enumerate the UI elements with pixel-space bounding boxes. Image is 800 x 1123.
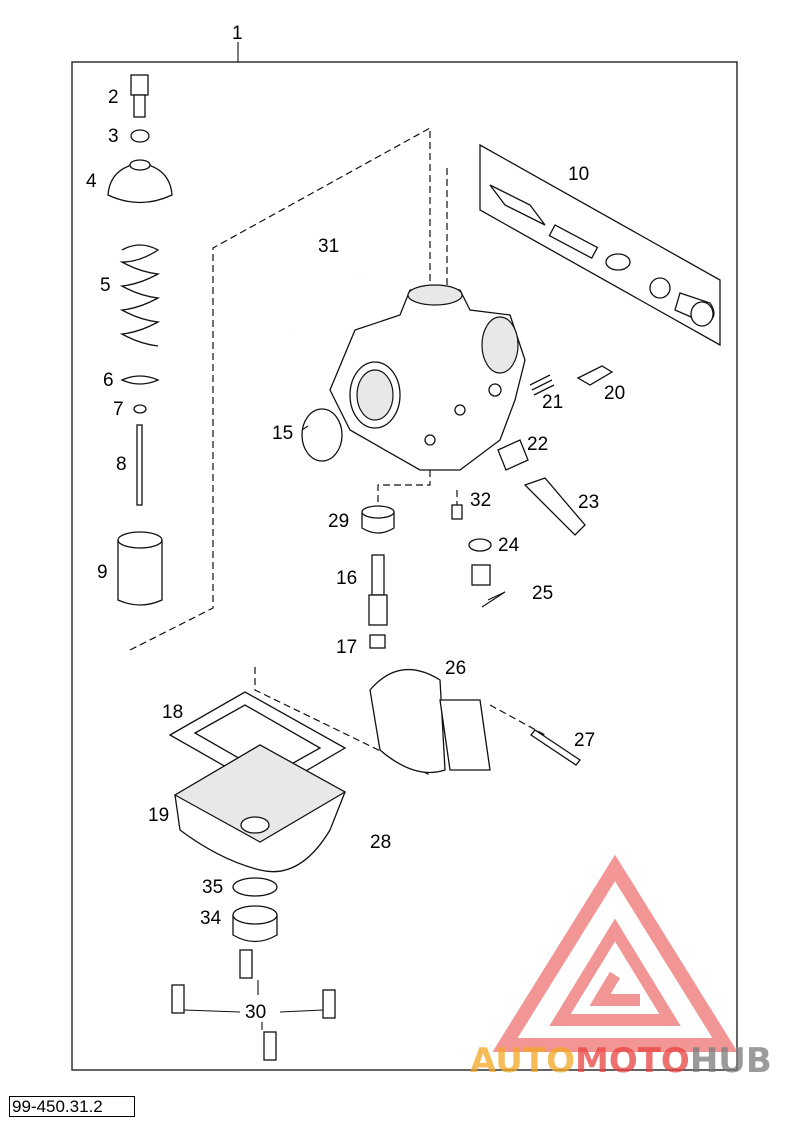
drain-plug (232, 905, 278, 943)
choke-fitting (471, 564, 506, 608)
label-part-16: 16 (336, 568, 357, 589)
needle-jet (368, 554, 388, 626)
carburetor-cap (107, 159, 173, 204)
float-bowl (173, 744, 347, 873)
idle-screw-spring (529, 374, 555, 396)
label-part-30: 30 (245, 1002, 266, 1023)
label-part-22: 22 (527, 434, 548, 455)
lock-nut (130, 129, 150, 143)
label-part-21: 21 (542, 392, 563, 413)
label-part-29: 29 (328, 511, 349, 532)
label-part-27: 27 (574, 730, 595, 751)
label-part-2: 2 (108, 87, 119, 108)
label-part-4: 4 (86, 171, 97, 192)
label-part-24: 24 (498, 535, 520, 556)
label-part-31: 31 (318, 236, 339, 257)
label-part-34: 34 (200, 908, 222, 929)
reference-code: 99-450.31.2 (9, 1096, 135, 1117)
float (369, 668, 491, 774)
e-clip (133, 404, 147, 414)
jet-needle (136, 424, 143, 506)
watermark-logo (492, 854, 738, 1052)
pilot-jet (451, 504, 463, 520)
watermark-word-auto: AUTO (470, 1041, 575, 1081)
label-part-6: 6 (103, 370, 114, 391)
sealing-washer (468, 538, 492, 552)
label-part-18: 18 (162, 702, 183, 723)
label-part-26: 26 (445, 658, 466, 679)
label-part-15: 15 (272, 423, 293, 444)
throttle-stop-spring (497, 439, 529, 471)
body-o-ring (301, 408, 343, 462)
label-part-35: 35 (202, 877, 223, 898)
watermark-wordmark: AUTOMOTOHUB (470, 1041, 772, 1081)
watermark-word-hub: HUB (690, 1041, 772, 1081)
float-pin (530, 729, 581, 766)
label-part-23: 23 (578, 492, 599, 513)
throttle-stop-screw (523, 477, 586, 536)
label-part-9: 9 (97, 562, 108, 583)
leader-lines (301, 425, 309, 431)
main-jet (369, 634, 386, 649)
svg-text:AUTOMOTOHUB: AUTOMOTOHUB (470, 1041, 772, 1081)
label-part-5: 5 (100, 275, 111, 296)
label-part-17: 17 (336, 637, 357, 658)
label-part-19: 19 (148, 805, 169, 826)
carburetor-body (329, 284, 526, 471)
label-part-3: 3 (108, 126, 119, 147)
label-part-28: 28 (370, 832, 391, 853)
idle-mixture-kit (479, 143, 721, 347)
label-part-10: 10 (568, 164, 589, 185)
label-part-8: 8 (116, 454, 127, 475)
label-part-32: 32 (470, 490, 491, 511)
label-part-7: 7 (113, 399, 124, 420)
adjuster-screw (130, 74, 149, 118)
watermark-word-moto: MOTO (575, 1041, 690, 1081)
label-part-25: 25 (532, 583, 553, 604)
drain-plug-o-ring (232, 877, 278, 897)
label-part-1: 1 (232, 23, 243, 44)
needle-clip-plate (120, 375, 160, 385)
idle-screw (576, 365, 614, 386)
assembly-frame (71, 61, 738, 1071)
throttle-spring (119, 244, 161, 347)
needle-jet-holder (361, 505, 395, 534)
label-part-20: 20 (604, 383, 625, 404)
part-number-labels: 1 2 3 4 5 6 7 8 9 10 31 15 20 21 22 23 3… (86, 23, 625, 1023)
throttle-slide (117, 531, 163, 606)
bowl-screws (171, 949, 336, 1061)
